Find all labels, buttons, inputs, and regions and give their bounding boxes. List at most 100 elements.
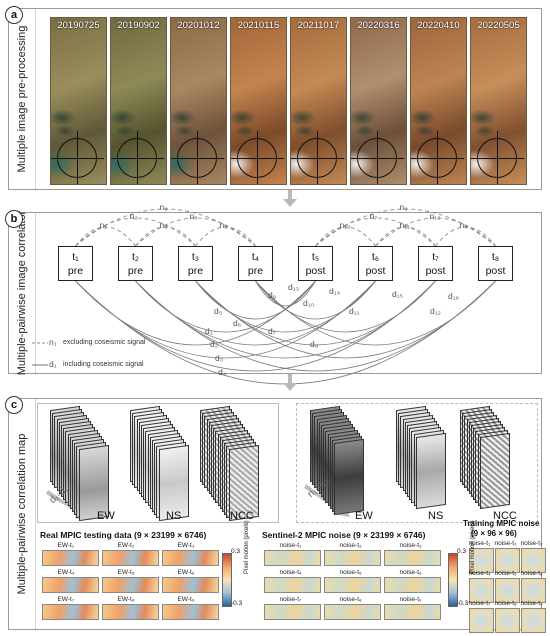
heatmap-cell-label: noise-t₅ (494, 570, 517, 577)
real-heatmap-cell (42, 550, 99, 566)
real-heatmap-cell (102, 577, 159, 593)
time-node-label: t₂ (132, 251, 139, 263)
satellite-image-1: 20190725 (50, 17, 107, 185)
signal-arc-label: d₁₄ (329, 286, 341, 296)
signal-arc-label: d₁₆ (448, 291, 460, 301)
noise-heatmap-cell (384, 577, 441, 593)
training-title: Training MPIC noise (463, 519, 540, 528)
heatmap-cell-label: noise-t₁ (468, 540, 491, 547)
noise-arc-label: n₉ (399, 202, 408, 212)
noise-arc-label: n₅ (189, 211, 198, 221)
compass-icon (411, 131, 464, 184)
time-node-5: t₅ post (298, 246, 333, 281)
time-node-2: t₂ pre (118, 246, 153, 281)
stack-frame (334, 438, 365, 516)
noise-heatmap-cell (264, 550, 321, 566)
noise-heatmap-cell (384, 550, 441, 566)
heatmap-cell-label: noise-t₄ (468, 570, 491, 577)
heatmap-cell-label: EW-t₈ (117, 596, 135, 603)
compass-icon (231, 131, 284, 184)
noise-colorbar-min: -0.3 (457, 600, 469, 607)
panel-b-badge: b (5, 210, 23, 228)
panel-a: Multiple image pre-processing 20190725 20… (8, 8, 542, 190)
training-heatmap-cell (469, 548, 494, 573)
compass-icon (51, 131, 104, 184)
real-heatmap-cell (42, 604, 99, 620)
noise-arc-label: n₁₂ (429, 211, 441, 221)
heatmap-cell-label: noise-t₇ (468, 600, 491, 607)
training-heatmap-cell (521, 608, 546, 633)
right-ns-label: NS (428, 510, 444, 522)
arrow-b-c-stem (288, 374, 292, 383)
real-heatmap-cell (162, 550, 219, 566)
time-node-1: t₁ pre (58, 246, 93, 281)
time-node-phase: post (305, 265, 326, 277)
satellite-date-label: 20220505 (477, 20, 520, 31)
noise-arc-label: n₈ (159, 202, 168, 212)
panel-c-side-label: Multiple-pairwise correlation map (9, 399, 36, 629)
heatmap-cell-label: noise-t₃ (520, 540, 543, 547)
left-ncc-label: NCC (230, 510, 254, 522)
signal-arc-label: d₁₃ (288, 282, 300, 292)
arrow-a-b-stem (288, 190, 292, 199)
satellite-image-5: 20211017 (290, 17, 347, 185)
noise-heatmap-cell (324, 604, 381, 620)
heatmap-cell-label: EW-t₃ (177, 542, 195, 549)
time-node-label: t₁ (72, 251, 79, 263)
time-node-label: t₅ (311, 251, 320, 263)
heatmap-cell-label: EW-t₉ (177, 596, 195, 603)
satellite-date-label: 20220410 (417, 20, 460, 31)
real-colorbar (222, 553, 232, 607)
satellite-image-3: 20201012 (170, 17, 227, 185)
noise-arc-label: n₆ (219, 220, 228, 230)
legend-signal-text: including coseismic signal (63, 361, 144, 368)
real-heatmap-cell (102, 550, 159, 566)
real-heatmap-cell (162, 604, 219, 620)
time-node-phase: post (485, 265, 506, 277)
signal-arc-label: d₄ (218, 367, 227, 377)
panel-c-badge: c (5, 396, 23, 414)
time-node-phase: pre (127, 265, 144, 277)
signal-arc-label: d₇ (268, 326, 276, 336)
compass-icon (111, 131, 164, 184)
noise-data-title: Sentinel-2 MPIC noise (9 × 23199 × 6746) (262, 530, 426, 540)
heatmap-cell-label: EW-t₆ (177, 569, 195, 576)
heatmap-cell-label: noise-t₄ (279, 569, 302, 576)
real-colorbar-max: 0.3 (231, 548, 241, 555)
real-colorbar-label: Pixel motion (pixels) (244, 520, 250, 574)
heatmap-cell-label: noise-t₆ (399, 569, 422, 576)
real-data-title: Real MPIC testing data (9 × 23199 × 6746… (40, 530, 207, 540)
left-ew-label: EW (97, 510, 115, 522)
noise-heatmap-cell (264, 577, 321, 593)
heatmap-cell-label: noise-t₅ (339, 569, 362, 576)
heatmap-cell-label: noise-t₉ (399, 596, 422, 603)
heatmap-cell-label: noise-t₂ (339, 542, 362, 549)
noise-arc-label: n₂ (129, 211, 138, 221)
heatmap-cell-label: noise-t₉ (520, 600, 543, 607)
satellite-image-4: 20210115 (230, 17, 287, 185)
heatmap-cell-label: EW-t₇ (57, 596, 75, 603)
signal-arc-label: d₂ (210, 339, 219, 349)
heatmap-cell-label: noise-t₁ (279, 542, 302, 549)
noise-colorbar-label: Pixel motion (pixels) (470, 520, 476, 574)
time-node-phase: post (425, 265, 446, 277)
panel-a-side-label: Multiple image pre-processing (9, 9, 36, 189)
training-heatmap-cell (521, 578, 546, 603)
stack-frame (479, 432, 510, 510)
time-node-phase: pre (67, 265, 84, 277)
left-stack-frame (37, 403, 279, 523)
training-heatmap-cell (469, 608, 494, 633)
noise-colorbar-max: 0.3 (457, 548, 467, 555)
heatmap-cell-label: noise-t₈ (494, 600, 517, 607)
satellite-date-label: 20210115 (237, 20, 280, 31)
training-heatmap-cell (495, 608, 520, 633)
signal-arc-label: d₅ (214, 306, 223, 316)
noise-arc-label: n₁₁ (399, 220, 410, 230)
training-heatmap-cell (495, 548, 520, 573)
heatmap-cell-label: EW-t₂ (117, 542, 135, 549)
panel-a-badge: a (5, 6, 23, 24)
compass-icon (471, 131, 524, 184)
stack-frame (415, 432, 446, 510)
